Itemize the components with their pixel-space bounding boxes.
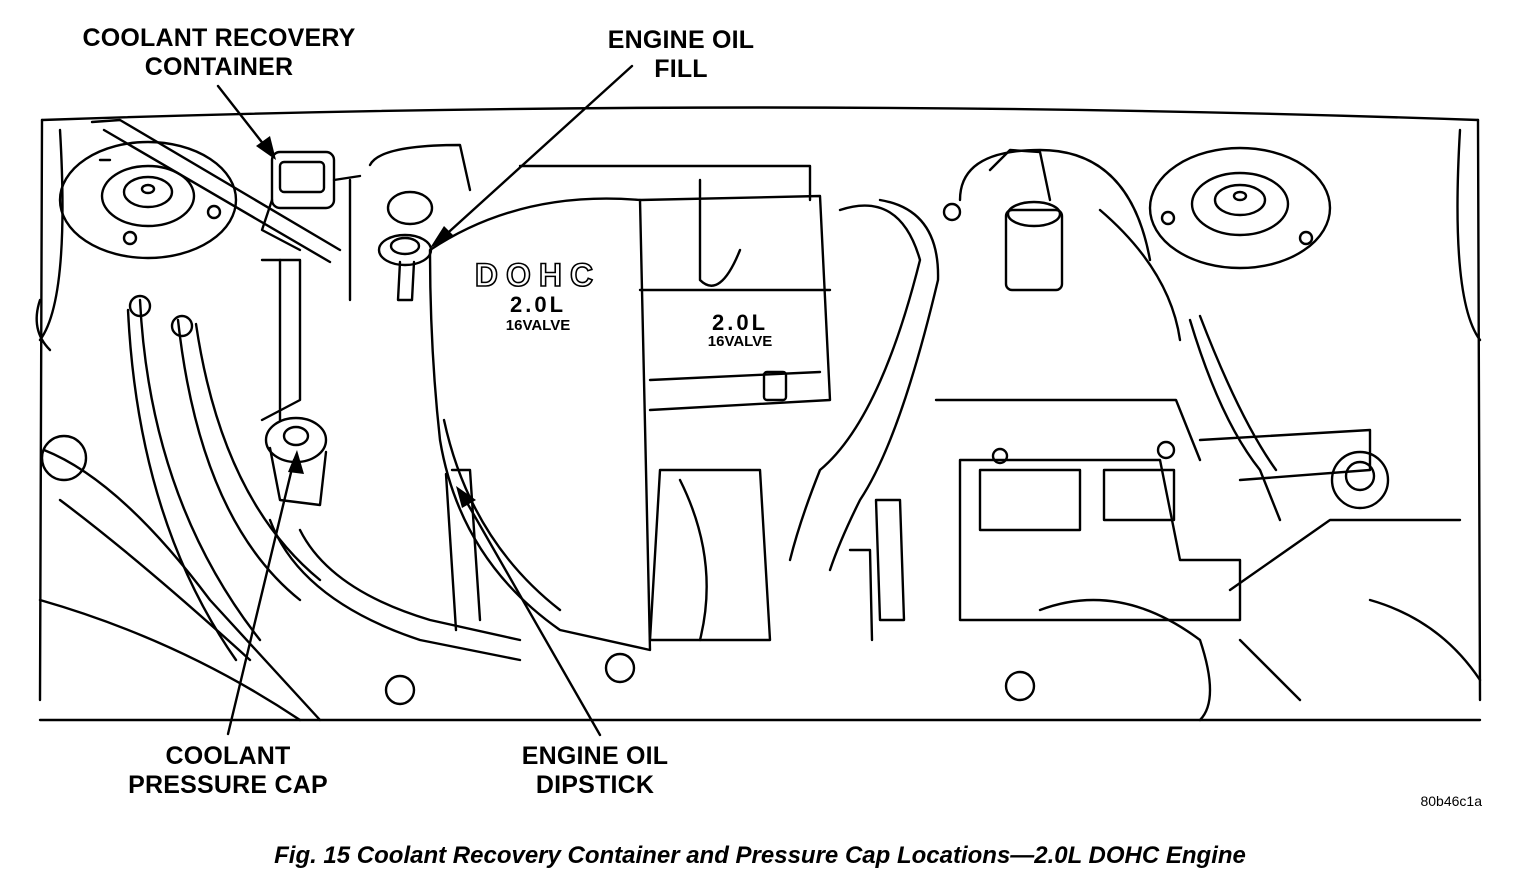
callout-line: PRESSURE CAP [128,771,328,799]
washer-fluid-cap [1330,450,1390,510]
callout-line: FILL [654,55,708,83]
engine-cover-text-displacement: 2.0L [510,292,566,317]
left-hose-upper [138,298,262,642]
callout-line: ENGINE OIL [607,26,755,54]
arrowhead-coolant-pressure-cap [288,450,304,474]
callout-line: ENGINE OIL [521,742,669,770]
engine-cover-text-dohc: DOHC [475,257,601,293]
valve-cover-text-displacement: 2.0L [712,310,768,335]
engine-cover-text-valve: 16VALVE [506,317,570,334]
callout-engine-oil-dipstick: ENGINE OIL DIPSTICK [500,742,690,800]
callout-line: CONTAINER [144,53,294,81]
callout-engine-oil-fill: ENGINE OIL FILL [586,26,776,84]
leader-engine-oil-fill [438,64,634,242]
engine-cover [428,197,652,652]
valve-cover [638,194,832,412]
fender-right-edge [1476,118,1482,702]
engine-oil-dipstick-tube [444,468,482,632]
figure-caption: Fig. 15 Coolant Recovery Container and P… [274,842,1246,869]
battery [934,398,1242,622]
leader-coolant-pressure-cap [226,458,296,736]
fender-left-edge [38,118,44,702]
air-intake-duct [788,198,940,572]
brake-master-cylinder [942,148,1152,292]
callout-coolant-pressure-cap: COOLANT PRESSURE CAP [108,742,348,800]
callout-line: DIPSTICK [535,771,655,799]
figure-code: 80b46c1a [1420,793,1482,809]
callout-line: COOLANT RECOVERY [82,24,356,52]
arrowhead-coolant-recovery-container [256,136,276,160]
valve-cover-text-valve: 16VALVE [708,333,772,350]
hood-edge-line [40,106,1480,122]
right-strut-tower [1148,146,1332,270]
arrowhead-engine-oil-dipstick [456,486,476,508]
leader-engine-oil-dipstick [460,492,602,737]
coolant-recovery-container [260,150,362,252]
callout-line: COOLANT [165,742,291,770]
callout-coolant-recovery-container: COOLANT RECOVERY CONTAINER [66,24,372,82]
engine-oil-fill-cap [377,190,434,302]
leader-coolant-recovery-container [216,84,270,152]
arrowhead-engine-oil-fill [430,226,454,248]
left-strut-tower [58,140,238,260]
